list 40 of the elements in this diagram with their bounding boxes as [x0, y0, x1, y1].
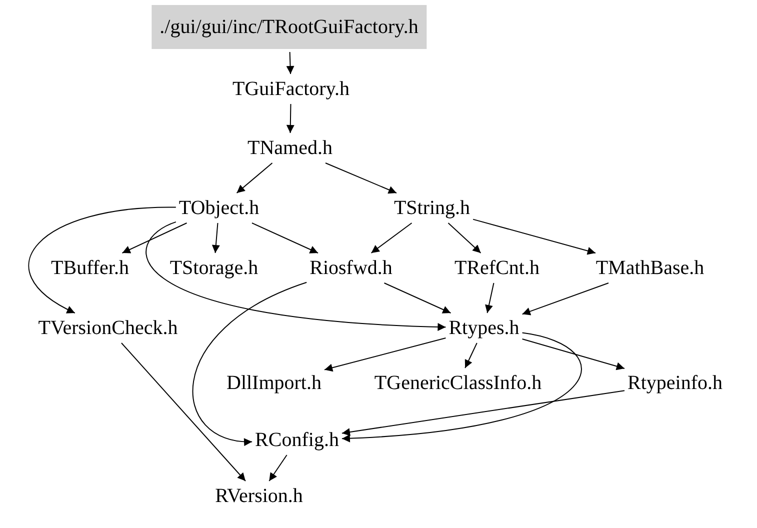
arrow [464, 342, 478, 368]
arrow [120, 342, 246, 482]
file-label: TRefCnt.h [454, 256, 540, 280]
arrow [212, 222, 220, 254]
file-label: TObject.h [178, 196, 260, 220]
file-label: TStorage.h [170, 256, 258, 280]
arrow [236, 162, 273, 194]
arrow [192, 282, 308, 446]
file-label: RVersion.h [215, 484, 303, 508]
arrow [286, 52, 294, 74]
file-label: TString.h [394, 196, 470, 220]
file-label: DllImport.h [226, 371, 322, 395]
arrow [485, 282, 494, 314]
file-label: RConfig.h [255, 428, 339, 452]
arrow [28, 206, 176, 314]
file-label: TGuiFactory.h [232, 77, 350, 101]
file-box: ./gui/gui/inc/TRootGuiFactory.h [152, 5, 426, 49]
arrow [268, 454, 288, 482]
file-label: Rtypeinfo.h [628, 371, 722, 395]
arrow [370, 222, 412, 254]
file-label: TGenericClassInfo.h [374, 371, 542, 395]
arrow [522, 282, 609, 316]
arrow [522, 338, 625, 370]
arrow [286, 104, 294, 134]
arrow [341, 332, 582, 442]
file-label: TBuffer.h [51, 256, 129, 280]
arrow [325, 162, 397, 194]
file-label: TMathBase.h [596, 256, 704, 280]
arrow [146, 221, 446, 331]
file-label: Rtypes.h [448, 316, 520, 340]
arrow [324, 338, 446, 372]
arrow [448, 222, 482, 254]
arrow [122, 222, 188, 254]
file-label: TNamed.h [248, 136, 332, 160]
arrow [472, 218, 596, 255]
arrow [252, 222, 318, 254]
arrow [384, 282, 452, 314]
file-label: TVersionCheck.h [38, 316, 178, 340]
file-label: Riosfwd.h [310, 256, 392, 280]
arrow [341, 390, 625, 436]
